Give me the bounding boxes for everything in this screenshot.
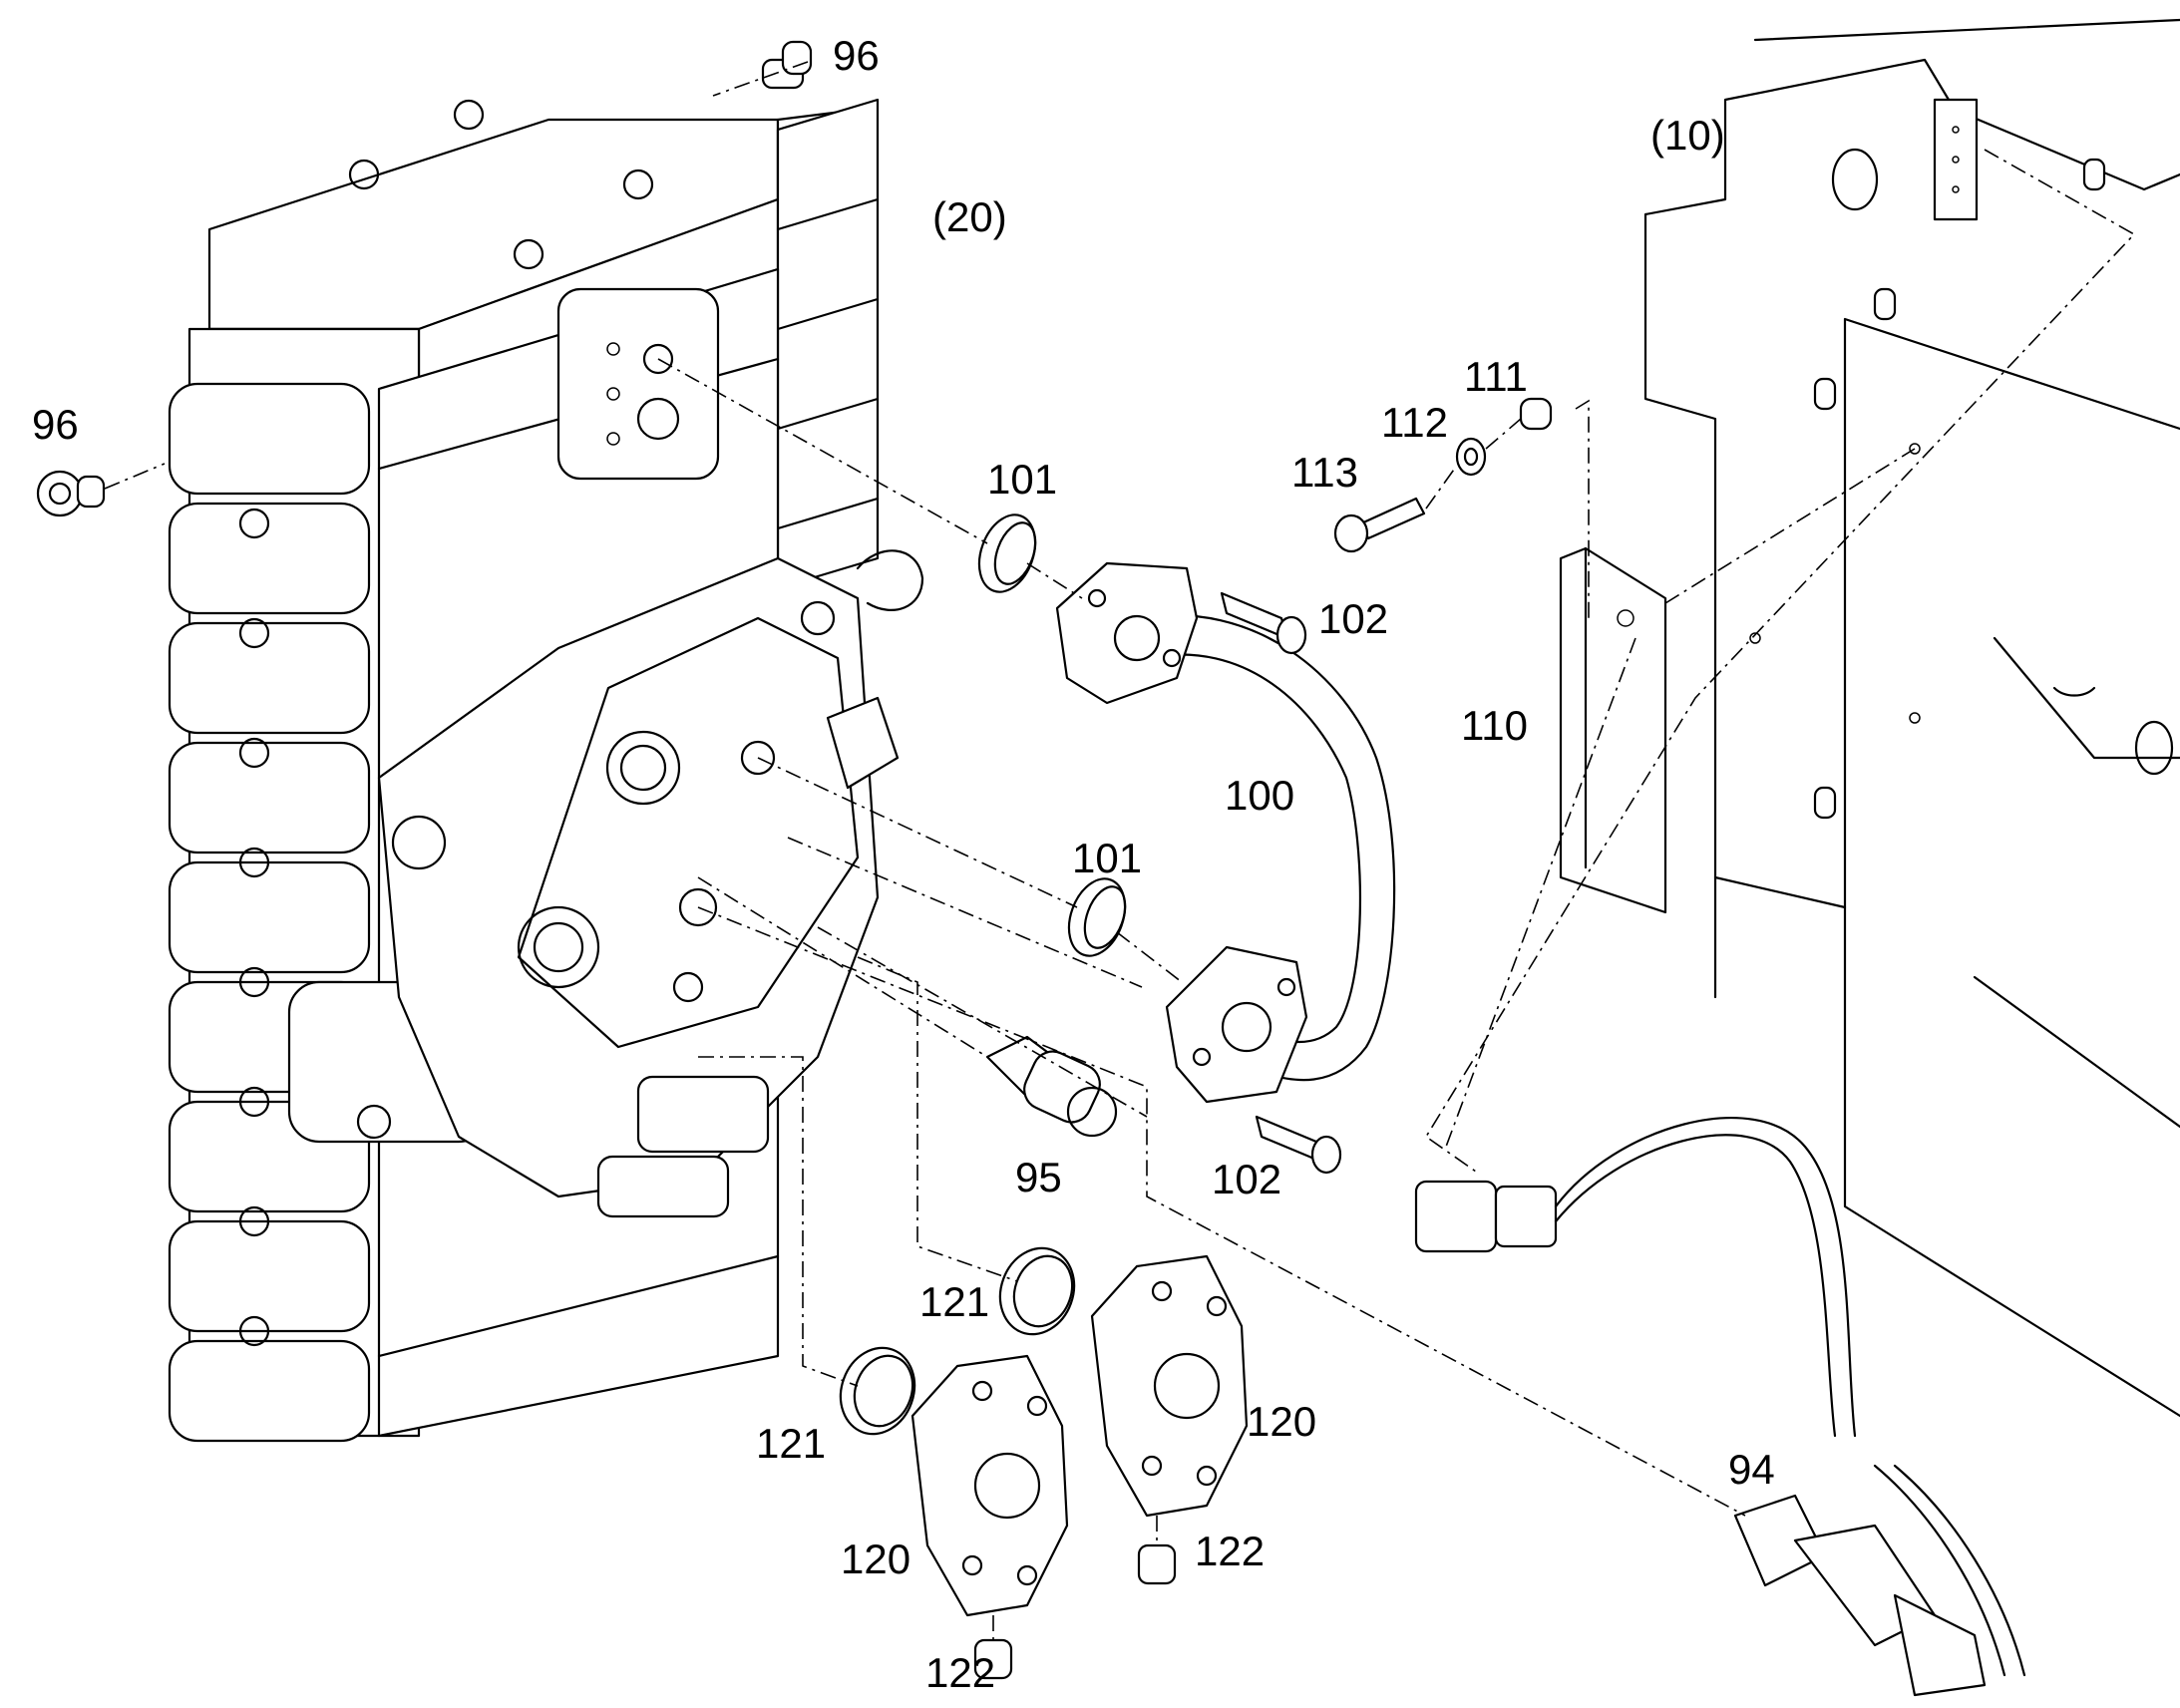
washer-112 <box>1455 437 1487 477</box>
solenoid-stack <box>168 382 371 1443</box>
callout-122-left: 122 <box>925 1649 995 1696</box>
mounting-plate <box>1643 18 2180 1418</box>
callout-94: 94 <box>1728 1446 1775 1493</box>
label-plate-assembly: (10) <box>1650 112 1725 159</box>
control-valve-block <box>168 98 924 1443</box>
o-ring-121-right <box>998 1246 1076 1336</box>
bracket-110 <box>1559 546 1667 914</box>
screw-113 <box>1333 497 1426 553</box>
flange-120-right <box>1090 1254 1249 1518</box>
callout-96-left: 96 <box>32 401 79 448</box>
pump-cover-flange <box>377 549 924 1198</box>
plug-96-left <box>36 470 106 517</box>
leader-lines <box>104 61 2136 1640</box>
plug-122-right <box>1137 1543 1177 1585</box>
callout-labels: (10) (20) 96 96 101 101 102 102 100 95 1… <box>32 32 1775 1696</box>
o-ring-121-left <box>839 1346 916 1436</box>
callout-102-bot: 102 <box>1212 1156 1281 1202</box>
pressure-sensor-94 <box>1733 1464 2026 1697</box>
callout-121-right: 121 <box>919 1278 989 1325</box>
callout-100: 100 <box>1225 772 1294 819</box>
callout-113: 113 <box>1291 449 1358 496</box>
pipe-assembly-100 <box>1055 561 1396 1104</box>
callout-121-left: 121 <box>756 1420 826 1467</box>
callout-112: 112 <box>1381 399 1448 446</box>
o-ring-101-mid <box>1067 877 1127 957</box>
callout-120-left: 120 <box>841 1536 910 1582</box>
sensor-connector-cable <box>1414 1117 1857 1438</box>
bolt-102-top <box>1220 591 1307 655</box>
bolt-102-bot <box>1255 1115 1342 1175</box>
spacer-111 <box>1519 397 1553 431</box>
label-valve-assembly: (20) <box>932 193 1007 240</box>
callout-102-top: 102 <box>1318 595 1388 642</box>
plug-96-top <box>761 40 813 90</box>
callout-101-mid: 101 <box>1072 835 1142 881</box>
callout-95: 95 <box>1015 1154 1062 1200</box>
callout-122-right: 122 <box>1195 1528 1265 1574</box>
callout-96-top: 96 <box>833 32 880 79</box>
fitting-95 <box>985 1035 1118 1138</box>
callout-101-top: 101 <box>987 456 1057 503</box>
callout-120-right: 120 <box>1247 1398 1316 1445</box>
callout-111: 111 <box>1464 353 1528 400</box>
flange-120-left <box>910 1354 1069 1617</box>
o-ring-101-top <box>977 513 1037 593</box>
callout-110: 110 <box>1461 702 1528 749</box>
